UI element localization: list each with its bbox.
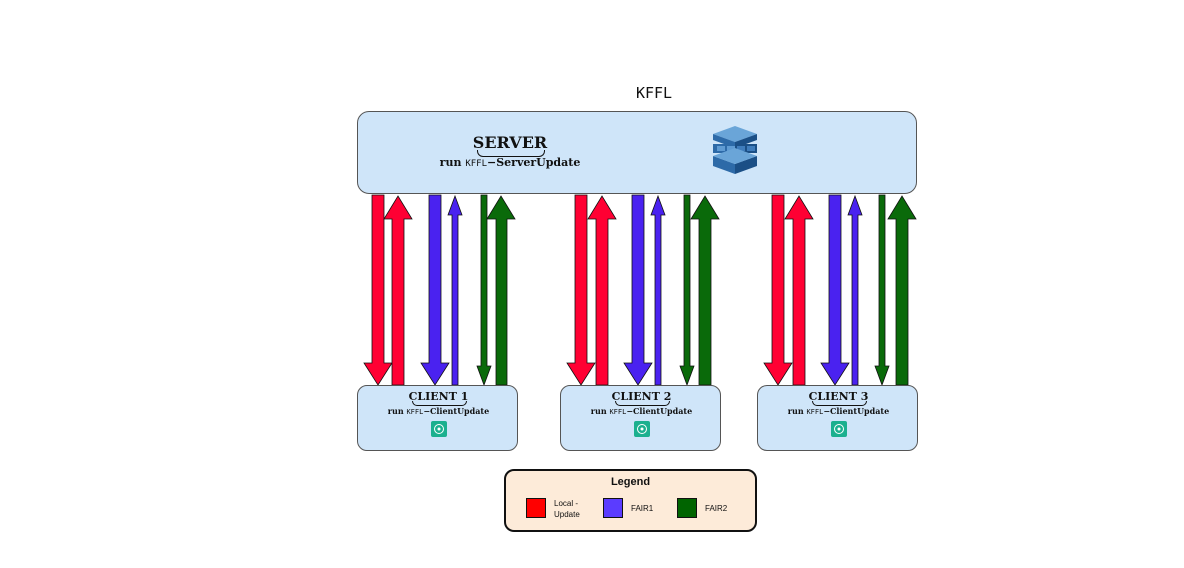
fair1-down-arrow-client2 [623,194,653,386]
fair2-down-arrow-client2 [679,194,695,387]
server-run-mono: KFFL [465,159,487,169]
client-run-mono: KFFL [406,408,424,416]
client-run-line: run KFFL−ClientUpdate [758,406,919,416]
local-down-arrow-client3 [763,194,793,386]
fair2-up-arrow-client1 [486,195,516,386]
server-title: SERVER [472,133,548,152]
fair1-up-arrow-client1 [447,194,463,386]
client-box-2: CLIENT 2 run KFFL−ClientUpdate [560,385,721,451]
client-box-1: CLIENT 1 run KFFL−ClientUpdate [357,385,518,451]
legend-swatch-fair2 [677,498,697,518]
fair1-up-arrow-client2 [650,194,666,386]
fair2-up-arrow-client3 [887,195,917,386]
fair2-down-arrow-client1 [476,194,492,387]
client-run-prefix: run [787,406,804,416]
legend-label-fair2: FAIR2 [705,504,728,513]
fair2-up-arrow-client2 [690,195,720,386]
client-run-prefix: run [590,406,607,416]
client-title: CLIENT 3 [808,390,869,403]
local-up-arrow-client2 [587,195,617,386]
client-run-mono: KFFL [609,408,627,416]
local-up-arrow-client1 [383,195,413,386]
fair2-down-arrow-client3 [874,194,890,387]
legend-box: Legend Local - Update FAIR1 FAIR2 [504,469,757,532]
server-box [357,111,917,194]
legend-swatch-local [526,498,546,518]
fair1-down-arrow-client1 [420,194,450,386]
local-down-arrow-client1 [363,194,393,386]
legend-swatch-fair1 [603,498,623,518]
client-run-prefix: run [387,406,404,416]
client-run-line: run KFFL−ClientUpdate [358,406,519,416]
chip-icon [634,421,650,437]
local-down-arrow-client2 [566,194,596,386]
client-run-mono: KFFL [806,408,824,416]
chip-icon [431,421,447,437]
local-up-arrow-client3 [784,195,814,386]
client-run-suffix: −ClientUpdate [423,406,490,416]
client-run-line: run KFFL−ClientUpdate [561,406,722,416]
client-box-3: CLIENT 3 run KFFL−ClientUpdate [757,385,918,451]
fair1-down-arrow-client3 [820,194,850,386]
server-run-prefix: run [439,156,462,169]
database-cube-icon [713,126,757,174]
legend-label-fair1: FAIR1 [631,504,654,513]
client-run-suffix: −ClientUpdate [626,406,693,416]
client-title: CLIENT 1 [408,390,469,403]
diagram-title: KFFL [635,84,673,102]
client-run-suffix: −ClientUpdate [823,406,890,416]
chip-icon [831,421,847,437]
server-run-suffix: −ServerUpdate [487,156,581,169]
legend-label-local: Local - Update [554,499,580,519]
server-run-line: run KFFL−ServerUpdate [390,156,630,169]
legend-title: Legend [610,476,651,488]
fair1-up-arrow-client3 [847,194,863,386]
client-title: CLIENT 2 [611,390,672,403]
